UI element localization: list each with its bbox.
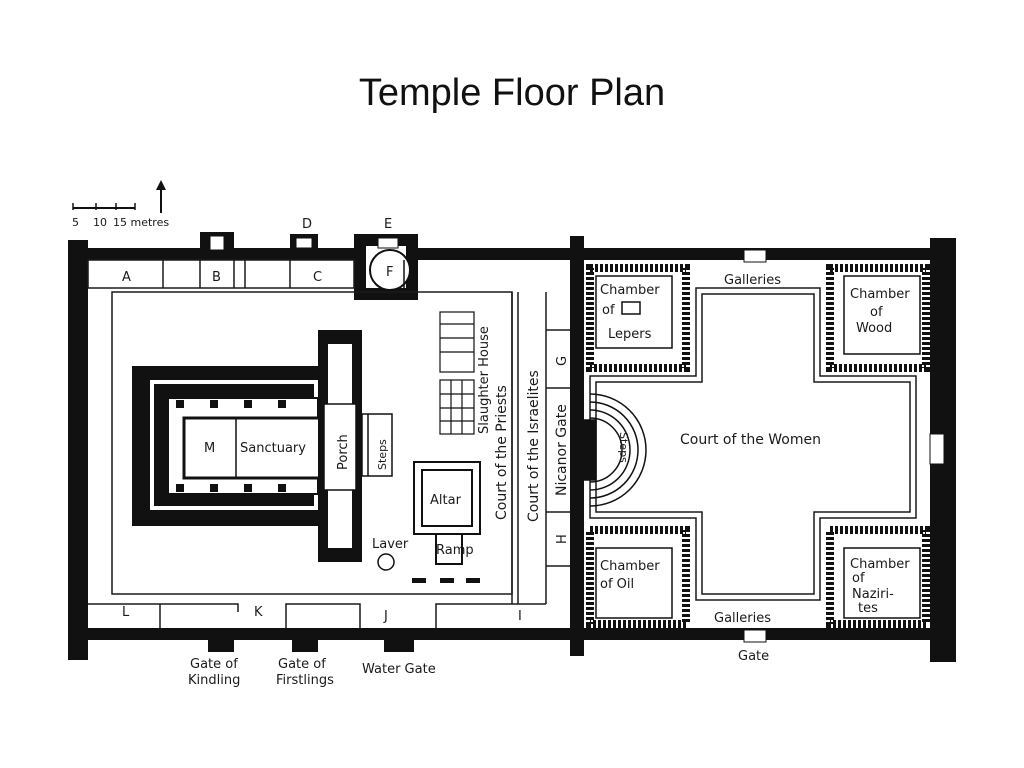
- nicanor-gate: Nicanor Gate: [554, 404, 570, 496]
- north-chambers: [87, 259, 355, 289]
- gate-of-firstlings-line2: Firstlings: [276, 673, 334, 688]
- chamber-oil-line2: of Oil: [600, 577, 634, 592]
- laver-basin: [377, 553, 395, 571]
- galleries-top: Galleries: [724, 273, 781, 288]
- top-gates: [200, 232, 767, 300]
- room-steps-inner: Steps: [376, 439, 389, 470]
- room-laver: Laver: [372, 537, 409, 552]
- galleries-bottom: Galleries: [714, 611, 771, 626]
- chamber-lepers-line2: of: [602, 303, 615, 318]
- page-title: Temple Floor Plan: [358, 72, 666, 114]
- chamber-letter-f: F: [386, 265, 393, 280]
- room-porch: Porch: [336, 434, 351, 470]
- court-of-the-israelites: Court of the Israelites: [526, 370, 542, 522]
- chamber-letter-i: I: [518, 609, 522, 624]
- gate-of-kindling-line2: Kindling: [188, 673, 240, 688]
- chamber-lepers-line3: Lepers: [608, 327, 652, 342]
- chamber-oil-line1: Chamber: [600, 559, 660, 574]
- gate-label-women: Gate: [738, 649, 769, 664]
- chamber-letter-b: B: [212, 270, 221, 285]
- sanctuary-building: [132, 330, 362, 562]
- slaughter-house-fixtures: [439, 311, 475, 435]
- side-letter-h: H: [555, 534, 570, 544]
- chamber-wood-line2: of: [870, 305, 883, 320]
- chamber-letter-k: K: [254, 605, 263, 620]
- court-of-the-women-walls: [589, 287, 917, 601]
- east-gate-opening: [929, 433, 945, 465]
- south-chambers: [88, 603, 546, 628]
- chamber-nazirites-line3: Naziri-: [852, 587, 894, 602]
- chamber-nazirites-line1: Chamber: [850, 557, 910, 572]
- chamber-nazirites-line4: tes: [858, 601, 878, 616]
- altar-structure: [413, 461, 481, 565]
- room-altar: Altar: [430, 493, 462, 508]
- court-of-the-priests: Court of the Priests: [494, 385, 510, 520]
- inner-court-outline: [111, 291, 570, 604]
- chamber-nazirites-line2: of: [852, 571, 865, 586]
- altar-blocks: [412, 578, 480, 583]
- court-of-the-women: Court of the Women: [680, 432, 821, 448]
- water-gate-label: Water Gate: [362, 662, 436, 677]
- room-ramp: Ramp: [436, 543, 474, 558]
- room-sanctuary: Sanctuary: [240, 441, 306, 456]
- side-letter-g: G: [555, 356, 570, 366]
- scale-tick-15: 15 metres: [113, 216, 169, 229]
- semicircular-steps: [577, 393, 647, 507]
- room-m: M: [204, 441, 215, 456]
- north-arrow-icon: [156, 180, 166, 213]
- room-slaughter-house: Slaughter House: [477, 326, 492, 434]
- south-gates: [208, 628, 414, 652]
- scale-bar: 5 10 15 metres: [72, 203, 169, 229]
- chamber-lepers-line1: Chamber: [600, 283, 660, 298]
- gate-of-firstlings-line1: Gate of: [278, 657, 326, 672]
- chamber-wood-line3: Wood: [856, 321, 892, 336]
- chamber-wood-line1: Chamber: [850, 287, 910, 302]
- room-steps-outer: Steps: [617, 432, 630, 463]
- gate-label-e: E: [384, 217, 392, 232]
- scale-tick-5: 5: [72, 216, 79, 229]
- chamber-letter-l: L: [122, 605, 130, 620]
- women-gate-opening: [743, 629, 767, 643]
- chamber-letter-a: A: [122, 270, 131, 285]
- corner-chambers: [586, 264, 930, 628]
- gate-label-d: D: [302, 217, 312, 232]
- scale-tick-10: 10: [93, 216, 107, 229]
- gate-of-kindling-line1: Gate of: [190, 657, 238, 672]
- chamber-letter-j: J: [383, 609, 388, 624]
- chamber-letter-c: C: [313, 270, 322, 285]
- inner-steps: [361, 413, 393, 477]
